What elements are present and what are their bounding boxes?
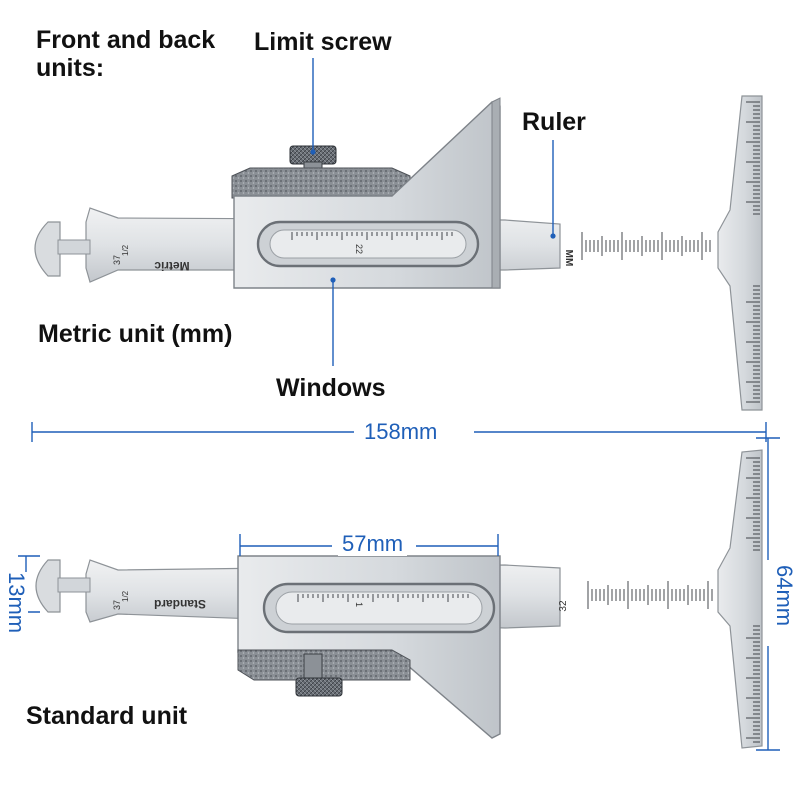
bottom-screw-thread bbox=[303, 653, 323, 681]
bottom-gauge: Standard 37 1/2 32 1 bbox=[35, 449, 763, 749]
blade-height-dimension: 64mm bbox=[772, 565, 797, 627]
top-gauge: Metric 37 1/2 MM 22 bbox=[34, 95, 763, 411]
bottom-window-scale bbox=[297, 594, 469, 602]
bottom-ruler-scale bbox=[587, 581, 713, 609]
windows-label: Windows bbox=[276, 374, 386, 402]
ruler-label: Ruler bbox=[522, 108, 586, 136]
window-number-bottom: 1 bbox=[354, 602, 364, 607]
top-head-neck bbox=[57, 239, 91, 255]
top-blade-scale bbox=[746, 101, 760, 403]
standard-engraving: Standard bbox=[154, 597, 206, 611]
bottom-head-neck bbox=[57, 577, 91, 593]
window-number-top: 22 bbox=[354, 244, 364, 254]
top-base-block bbox=[231, 167, 411, 199]
bottom-screw-knob bbox=[295, 677, 343, 697]
metric-unit-label: Metric unit (mm) bbox=[38, 320, 233, 348]
limit-screw-label: Limit screw bbox=[254, 28, 392, 56]
top-head-cap bbox=[34, 221, 61, 277]
dimension-158mm bbox=[31, 422, 767, 442]
dimension-57mm bbox=[239, 534, 499, 556]
bottom-ruler-blade bbox=[717, 449, 763, 749]
bottom-base-block bbox=[237, 649, 411, 681]
overall-length-dimension: 158mm bbox=[360, 420, 442, 444]
top-angle-mark: 37 bbox=[112, 255, 122, 265]
head-height-dimension: 13mm bbox=[4, 572, 29, 634]
mm-unit-mark: MM bbox=[563, 250, 574, 267]
top-window-scale bbox=[291, 232, 453, 240]
top-ruler-blade bbox=[717, 95, 763, 411]
ruler-number-32: 32 bbox=[558, 600, 569, 612]
front-back-units-label: Front and back units: bbox=[36, 26, 216, 82]
top-callouts bbox=[310, 58, 556, 366]
body-width-dimension: 57mm bbox=[338, 532, 408, 556]
dimension-64mm bbox=[756, 437, 780, 751]
bottom-blade-scale bbox=[746, 457, 760, 743]
bottom-angle-fraction: 1/2 bbox=[121, 590, 130, 602]
bottom-angle-mark: 37 bbox=[112, 600, 122, 610]
metric-engraving: Metric bbox=[154, 259, 190, 273]
top-angle-fraction: 1/2 bbox=[121, 244, 130, 256]
bottom-head-cap bbox=[35, 559, 61, 613]
top-ruler-scale bbox=[581, 232, 711, 260]
standard-unit-label: Standard unit bbox=[26, 702, 188, 730]
